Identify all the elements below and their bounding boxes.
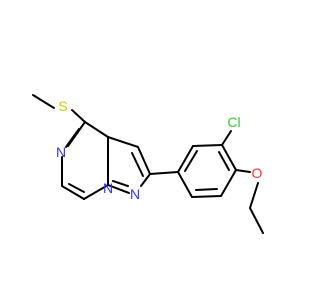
bonds	[32, 94, 264, 234]
bond-ph1-ph2	[177, 145, 194, 173]
bond-ph3-ph4-double	[218, 151, 230, 171]
bond-c2-n2	[140, 173, 151, 187]
bond-s-c4	[71, 109, 86, 123]
bond-c2-phenyl	[149, 171, 179, 175]
bond-n2-n1-double	[112, 180, 129, 187]
bond-ch2-ch3	[249, 207, 264, 234]
bond-c6-c7-double	[68, 183, 85, 193]
chlorine-atom: Cl	[227, 114, 240, 130]
bond-ph4-o	[235, 169, 251, 173]
sulfur-atom: S	[58, 98, 67, 114]
molecule-structure: S N N N Cl O	[32, 94, 264, 234]
bond-ph5-ph6	[191, 195, 222, 198]
bond-c4-n5-double	[65, 128, 80, 148]
bond-c3-c2-double	[131, 152, 144, 177]
atom-label-n-pyrazole: N	[130, 186, 140, 202]
bond-methyl-s	[32, 94, 55, 109]
nitrogen-atom-pyrazine: N	[56, 144, 66, 160]
bond-ph1-ph2-double	[184, 150, 198, 172]
atom-label-n-bridgehead: N	[103, 180, 113, 196]
bond-c7-n1	[83, 184, 109, 200]
atom-label-o: O	[252, 165, 263, 181]
bond-ph3-cl	[221, 130, 232, 146]
bond-c3a-c4	[84, 121, 109, 138]
bond-ph3-ph4	[221, 144, 237, 171]
bond-ph2-ph3	[192, 144, 223, 147]
oxygen-atom: O	[252, 165, 263, 181]
nitrogen-atom-bridgehead: N	[103, 180, 113, 196]
bond-ph5-ph6-double	[195, 188, 218, 191]
bond-n2-n1	[107, 184, 130, 194]
atom-labels: S N N N Cl O	[56, 98, 263, 202]
bond-c6-c7	[61, 185, 85, 200]
atom-label-s: S	[58, 98, 67, 114]
nitrogen-atom-pyrazole: N	[130, 186, 140, 202]
bond-c3a-c3	[107, 136, 139, 148]
bond-o-ch2	[249, 182, 259, 209]
atom-label-cl: Cl	[227, 114, 240, 130]
bond-ph4-ph5	[220, 169, 237, 197]
atom-label-n-pyrazine: N	[56, 144, 66, 160]
bond-ph6-ph1	[177, 171, 193, 198]
bond-c3-c2	[137, 146, 151, 175]
